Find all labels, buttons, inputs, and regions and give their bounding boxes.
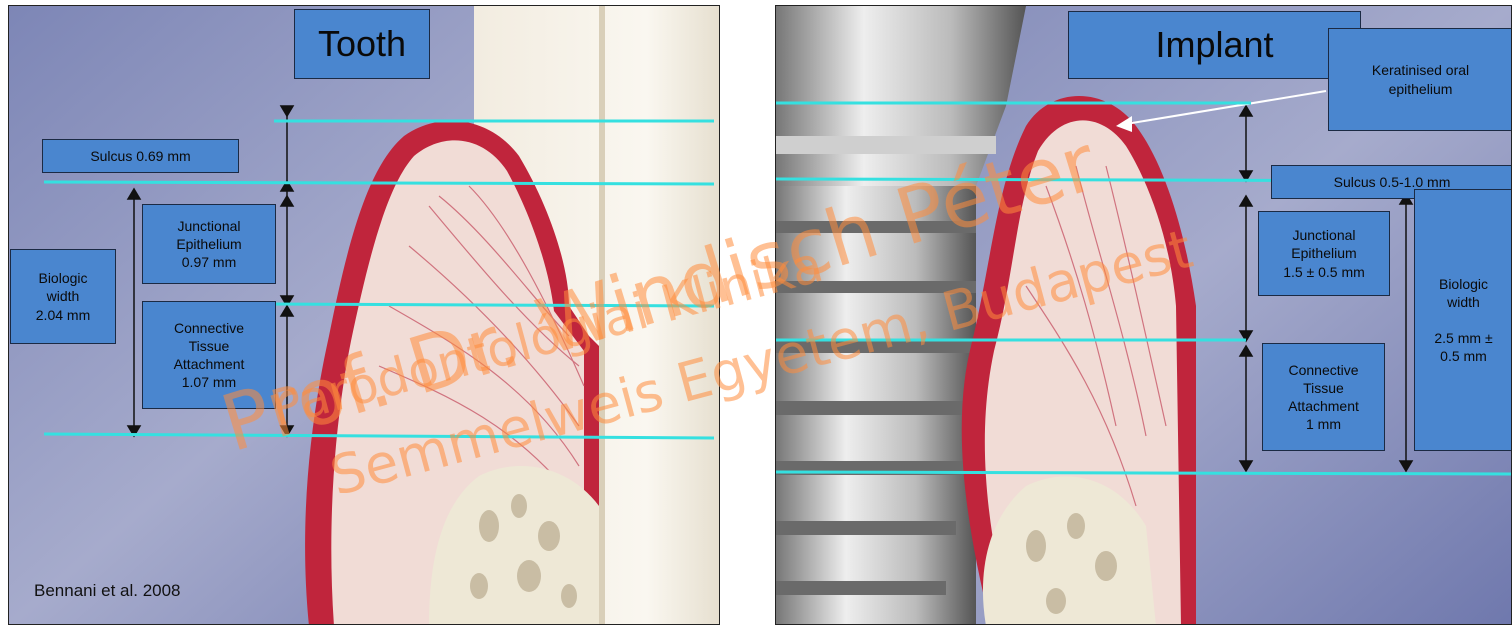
tooth-junctional-label: Junctional Epithelium 0.97 mm <box>142 204 276 284</box>
tooth-sulcus-label: Sulcus 0.69 mm <box>42 139 239 173</box>
implant-connective-label: Connective Tissue Attachment 1 mm <box>1262 343 1385 451</box>
tooth-panel: Tooth Sulcus 0.69 mm Junctional Epitheli… <box>8 5 720 625</box>
tooth-connective-label: Connective Tissue Attachment 1.07 mm <box>142 301 276 409</box>
implant-biologic-width-label: Biologic width 2.5 mm ± 0.5 mm <box>1414 189 1512 451</box>
tooth-biologic-width-label: Biologic width 2.04 mm <box>10 249 116 344</box>
implant-junctional-label: Junctional Epithelium 1.5 ± 0.5 mm <box>1258 211 1390 296</box>
keratinised-epithelium-label: Keratinised oral epithelium <box>1328 28 1512 131</box>
implant-panel: Implant Keratinised oral epithelium Sulc… <box>775 5 1512 625</box>
implant-title: Implant <box>1068 11 1361 79</box>
citation: Bennani et al. 2008 <box>34 581 181 601</box>
tooth-title: Tooth <box>294 9 430 79</box>
